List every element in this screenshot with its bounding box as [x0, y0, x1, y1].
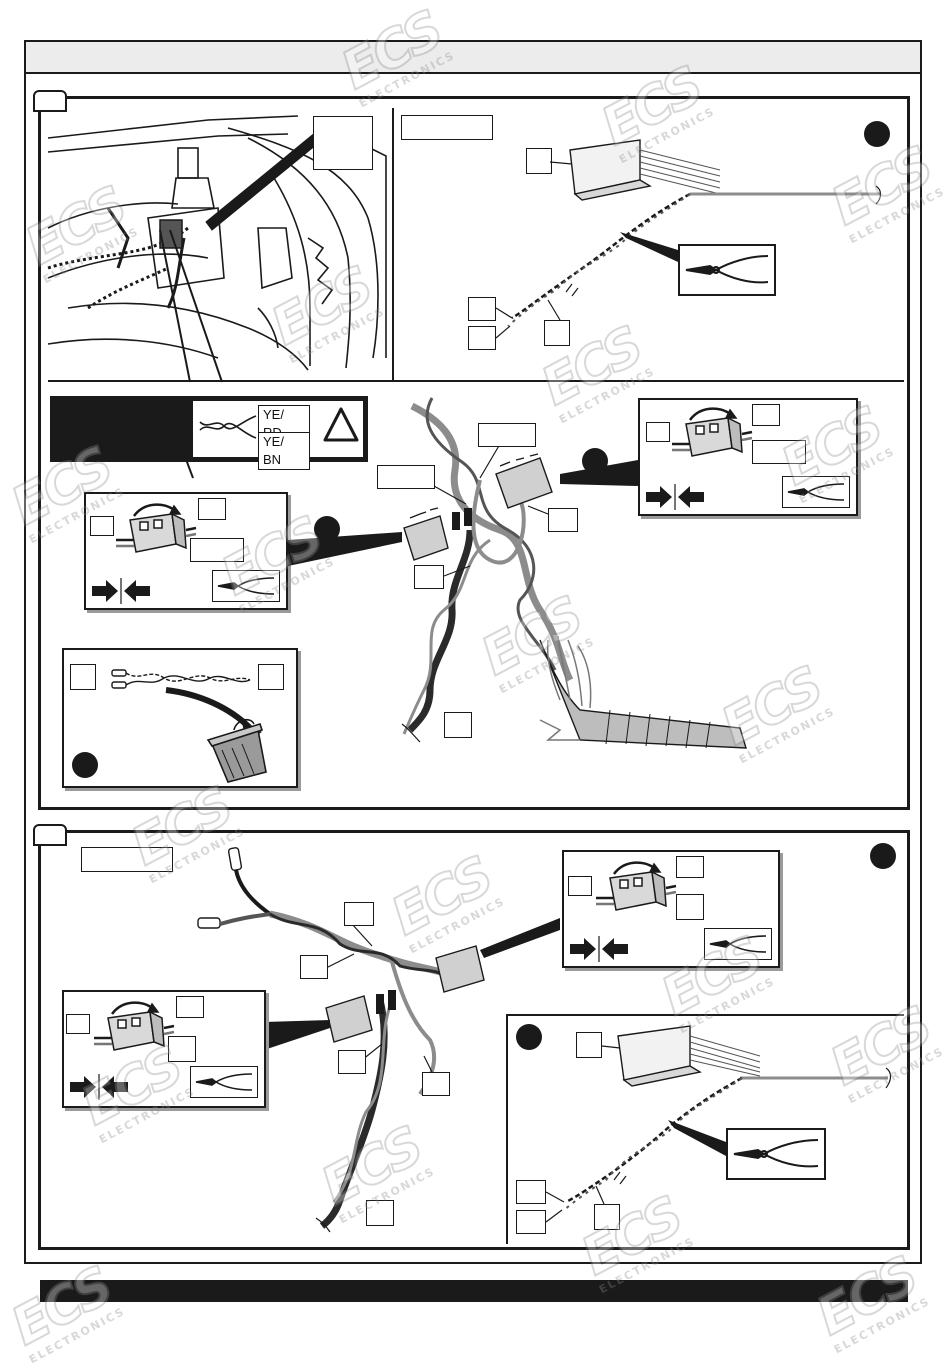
wire-ref-box-r1a — [646, 422, 670, 442]
wire-ref-box-l2b — [176, 996, 204, 1018]
wire-end-ref-box-2a — [516, 1180, 546, 1204]
connector-harness-illustration-b — [545, 1025, 892, 1223]
connector-block-icon — [596, 861, 677, 911]
panel-2-subtitle-box — [81, 847, 173, 872]
vehicle-callout-box — [313, 116, 373, 170]
connector-ref-box-2 — [576, 1032, 602, 1058]
arrows-push-together-icon — [646, 484, 704, 510]
discard-ref-box-1 — [70, 664, 96, 690]
arrows-push-together-icon — [70, 1074, 128, 1100]
step-badge-1d — [72, 752, 98, 778]
wire-ref-box-r2c — [676, 894, 704, 920]
wire-ref-box-l2a — [66, 1014, 90, 1034]
harness2-ref-box-3 — [338, 1050, 366, 1074]
vehicle-interior-illustration — [47, 115, 387, 479]
step-1-tab — [33, 90, 67, 112]
pliers-icon — [195, 1073, 253, 1091]
harness2-ref-box-1 — [344, 902, 374, 926]
connector-block-icon — [672, 407, 753, 457]
wire-ref-box-r1c — [752, 440, 806, 464]
wire-ref-box-l1a — [90, 516, 114, 536]
wire-mid-ref-box-2 — [594, 1204, 620, 1230]
wire-ref-box-l1b — [198, 498, 226, 520]
pliers-icon — [217, 577, 275, 595]
pliers-icon — [733, 1139, 819, 1168]
harness-ref-box-4 — [414, 565, 444, 589]
connector-ref-box — [526, 148, 552, 174]
discard-wire-illustration — [111, 669, 251, 689]
callout-arrow-r1 — [560, 460, 638, 486]
footer-bar — [40, 1280, 908, 1302]
wire-end-ref-box-2 — [468, 326, 496, 350]
twisted-pair-icon — [199, 415, 257, 439]
warning-triangle-icon — [323, 407, 359, 442]
harness2-ref-box-2 — [300, 955, 328, 979]
pliers-icon — [787, 483, 845, 501]
warning-wire-label-2: YE/ BN — [258, 432, 310, 470]
wire-end-ref-box-2b — [516, 1210, 546, 1234]
wire-ref-box-l2c — [168, 1036, 196, 1062]
wire-ref-box-r1b — [752, 404, 780, 426]
step-badge-1a — [864, 121, 890, 147]
panel-1-vertical-divider — [392, 108, 394, 382]
panel-2-sub-divider-v — [506, 1014, 508, 1244]
step-badge-2b — [516, 1024, 542, 1050]
discard-ref-box-2 — [258, 664, 284, 690]
harness-ref-box-2 — [377, 465, 435, 489]
connector-block-icon — [116, 503, 197, 553]
wire-ref-box-l1c — [190, 538, 244, 562]
harness2-ref-box-4 — [422, 1072, 450, 1096]
step-2-panel — [38, 830, 910, 1250]
connector-block-icon — [94, 1001, 175, 1051]
panel-1-subtitle-box — [401, 115, 493, 140]
harness2-ref-box-5 — [366, 1200, 394, 1226]
wire-ref-box-r2a — [568, 876, 592, 896]
arrows-push-together-icon — [570, 936, 628, 962]
main-harness-illustration-2 — [197, 847, 560, 1233]
pliers-icon — [709, 935, 767, 953]
panel-1-horizontal-divider — [48, 380, 904, 382]
connector-harness-illustration-a — [495, 139, 882, 339]
wire-ref-box-r2b — [676, 856, 704, 878]
callout-arrow-l1 — [288, 532, 402, 566]
arrows-push-together-icon — [92, 578, 150, 604]
harness-ref-box-5 — [444, 712, 472, 738]
wire-mid-ref-box — [544, 320, 570, 346]
step-2-tab — [33, 824, 67, 846]
harness-ref-box-1 — [478, 423, 536, 447]
wire-end-ref-box-1 — [468, 297, 496, 321]
title-bar — [26, 42, 920, 74]
step-1-panel — [38, 96, 910, 810]
panel-2-sub-divider-h — [506, 1014, 904, 1016]
vehicle-callout-lines — [159, 131, 323, 383]
trash-bin-icon — [165, 687, 267, 783]
harness-ref-box-3 — [548, 508, 578, 532]
main-harness-illustration-1 — [401, 397, 747, 749]
step-badge-2a — [870, 843, 896, 869]
pliers-icon — [685, 255, 769, 284]
